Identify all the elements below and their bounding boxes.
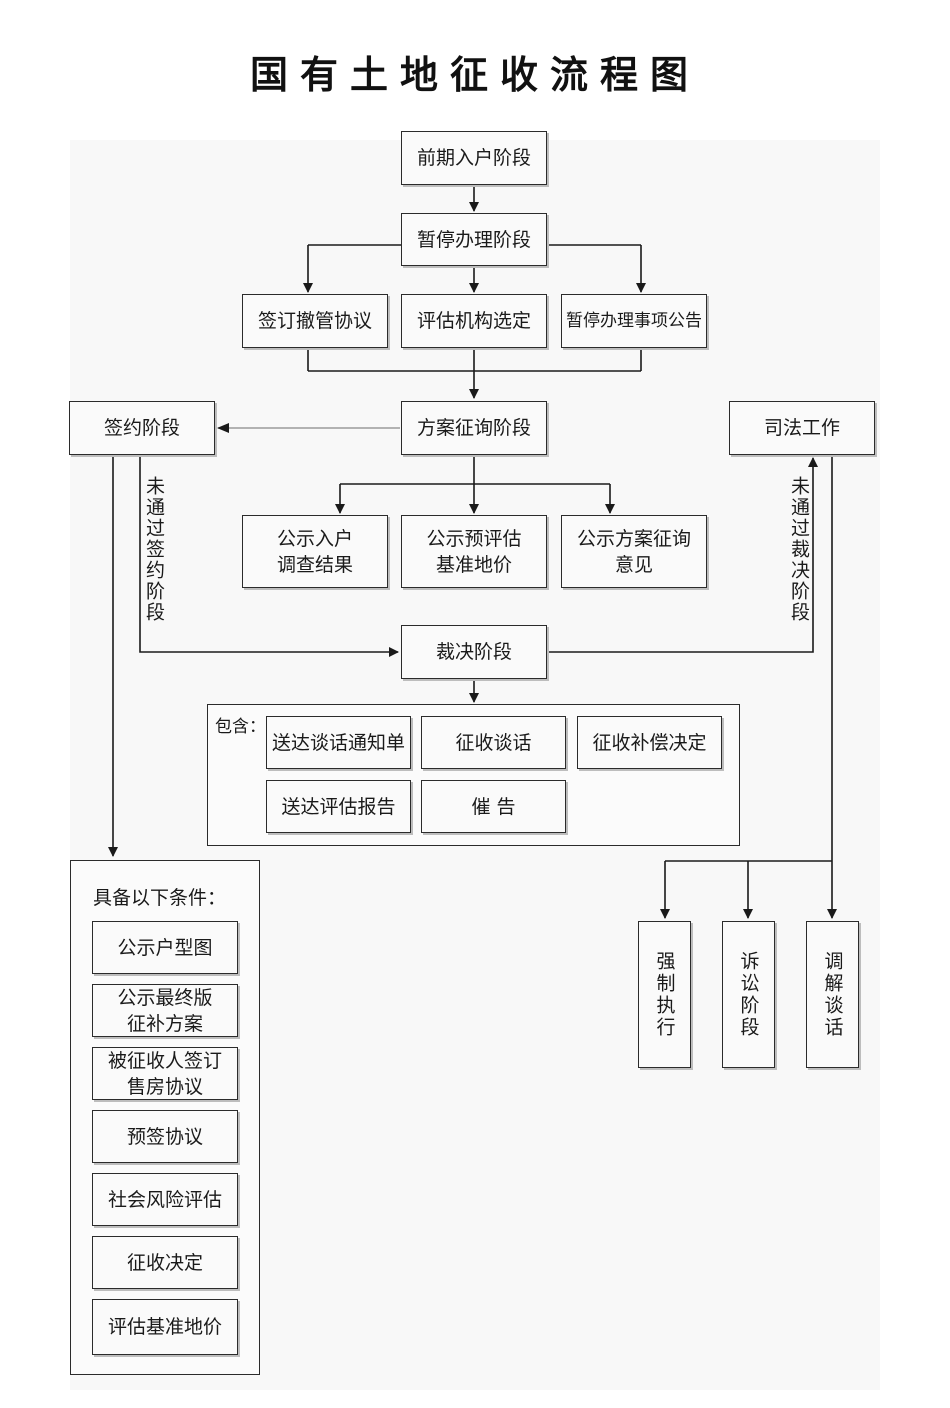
node-pub-plan-opinion: 公示方案征询 意见	[561, 515, 707, 588]
node-suspend-stage: 暂停办理阶段	[401, 213, 547, 266]
conditions-label: 具备以下条件：	[93, 887, 227, 909]
condition-base-price: 评估基准地价	[92, 1299, 238, 1355]
ruling-item-decision: 征收补偿决定	[577, 716, 722, 769]
page-title: 国有土地征收流程图	[249, 53, 700, 97]
condition-expropriation-decision: 征收决定	[92, 1236, 238, 1289]
arrow-ruling-to-judicial	[548, 457, 818, 653]
node-ruling-stage: 裁决阶段	[401, 625, 547, 679]
node-enforcement: 强制执行	[638, 921, 691, 1068]
node-select-agency: 评估机构选定	[401, 294, 547, 348]
condition-pre-sign: 预签协议	[92, 1110, 238, 1163]
node-judicial-work: 司法工作	[729, 401, 875, 455]
arrow-not-signed-to-ruling	[139, 455, 399, 657]
condition-risk-assessment: 社会风险评估	[92, 1173, 238, 1226]
node-plan-consult-stage: 方案征询阶段	[401, 401, 547, 455]
condition-final-plan: 公示最终版 征补方案	[92, 984, 238, 1037]
condition-sale-agreement: 被征收人签订 售房协议	[92, 1047, 238, 1100]
node-mediation-talk: 调解谈话	[806, 921, 859, 1068]
condition-unit-plan: 公示户型图	[92, 921, 238, 974]
ruling-item-notice: 送达谈话通知单	[266, 716, 411, 769]
node-suspend-notice: 暂停办理事项公告	[561, 294, 707, 348]
ruling-item-urge: 催 告	[421, 780, 566, 833]
label-not-ruled: 未通过裁决阶段	[788, 476, 810, 623]
node-pub-preeval-price: 公示预评估 基准地价	[401, 515, 547, 588]
node-litigation-stage: 诉讼阶段	[722, 921, 775, 1068]
ruling-group-label: 包含：	[215, 717, 266, 737]
node-pub-survey-result: 公示入户 调查结果	[242, 515, 388, 588]
node-sign-withdraw-agreement: 签订撤管协议	[242, 294, 388, 348]
label-not-signed: 未通过签约阶段	[143, 476, 165, 623]
ruling-item-talk: 征收谈话	[421, 716, 566, 769]
ruling-item-report: 送达评估报告	[266, 780, 411, 833]
node-pre-entry-stage: 前期入户阶段	[401, 131, 547, 185]
node-sign-stage: 签约阶段	[69, 401, 215, 455]
